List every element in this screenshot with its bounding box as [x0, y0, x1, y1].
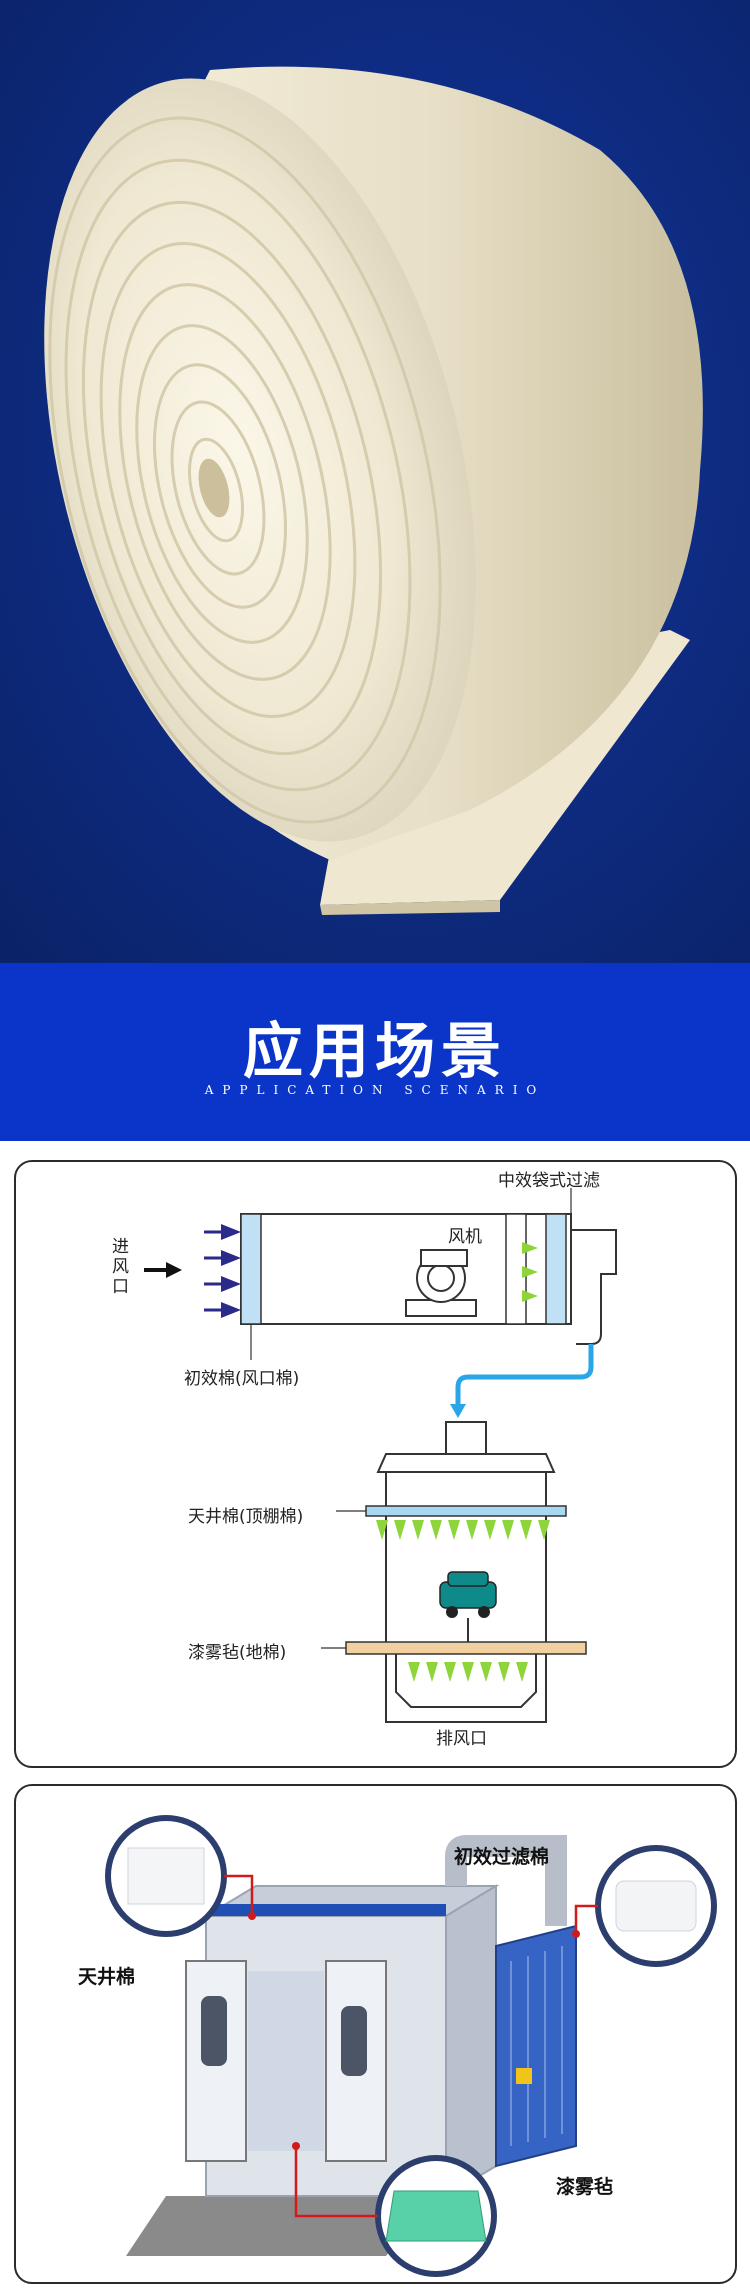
section-subtitle: APPLICATION SCENARIO: [204, 1083, 546, 1097]
product-photo: [0, 0, 750, 963]
primary-filter-cotton-label: 初效过滤棉: [454, 1846, 550, 1868]
primary-filter-label: 初效棉(风口棉): [184, 1369, 300, 1389]
section-title: 应用场景: [243, 1017, 507, 1087]
filter-roll-image: [44, 66, 703, 915]
inlet-label: 进风口: [112, 1237, 129, 1297]
fan-label: 风机: [448, 1227, 482, 1247]
airflow-diagram-panel: 中效袋式过滤 风机 进风口 初效棉(风口棉) 天井棉(顶棚棉) 漆雾毡(地棉) …: [14, 1160, 737, 1768]
spray-booth-diagram: [105, 1815, 717, 2277]
mid-filter-label: 中效袋式过滤: [498, 1171, 600, 1191]
ceiling-filter-cotton-label: 天井棉: [78, 1966, 136, 1988]
spray-booth-panel: 初效过滤棉 天井棉 漆雾毡: [14, 1784, 737, 2284]
ceiling-filter-label: 天井棉(顶棚棉): [188, 1507, 304, 1527]
floor-felt-label: 漆雾毡(地棉): [188, 1643, 287, 1663]
airflow-diagram: [144, 1188, 617, 1723]
section-header: 应用场景 APPLICATION SCENARIO: [0, 963, 750, 1141]
paint-felt-label: 漆雾毡: [556, 2176, 614, 2198]
exhaust-label: 排风口: [436, 1729, 487, 1749]
